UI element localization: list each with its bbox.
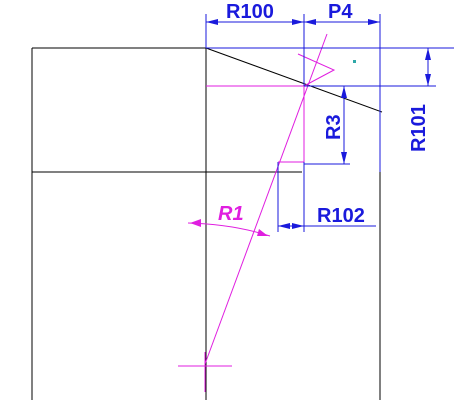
construction-step [278, 86, 305, 163]
arrow-r102-right [292, 223, 304, 229]
arrow-p4-right [368, 19, 380, 25]
arrow-r100-left [206, 19, 218, 25]
label-r3: R3 [323, 114, 345, 140]
label-r101: R101 [408, 104, 430, 152]
label-r102: R102 [317, 205, 365, 227]
dimension-lines [205, 14, 454, 232]
arrow-r1-left [190, 219, 201, 227]
r1-arrows [190, 219, 268, 236]
arrow-r3-top [341, 86, 347, 98]
arrow-r3-bottom [341, 152, 347, 164]
label-r100: R100 [226, 1, 274, 23]
arrow-r1-right [257, 229, 268, 236]
construction-triangle [297, 53, 336, 87]
cursor-marker [353, 60, 356, 63]
arrow-r101-top [425, 48, 431, 60]
construction-lines [178, 33, 336, 392]
arrow-r100-right [292, 19, 304, 25]
arrow-r101-bottom [425, 74, 431, 86]
slanted-edge [205, 47, 383, 113]
label-p4: P4 [328, 1, 353, 23]
arrow-r102-left [278, 223, 290, 229]
construction-diagonal [204, 33, 328, 365]
label-r1: R1 [218, 203, 244, 225]
arrow-p4-left [304, 19, 316, 25]
